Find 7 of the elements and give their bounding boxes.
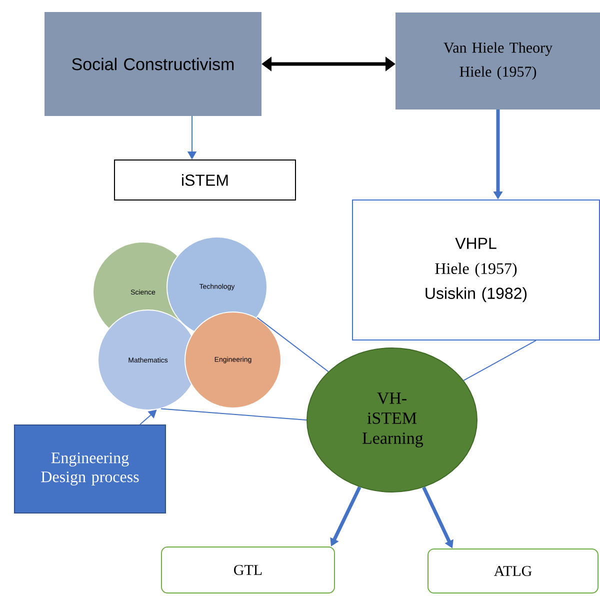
concept-box: iSTEM xyxy=(114,160,296,200)
theory-box: Van Hiele Theory Hiele (1957) xyxy=(396,12,600,110)
model-box: VHPL Hiele (1957) Usiskin (1982) xyxy=(352,200,600,340)
outcome-box: GTL xyxy=(161,546,335,594)
theory-box: Social Constructivism xyxy=(44,12,262,116)
process-box: Engineering Design process xyxy=(14,424,166,514)
outcome-box: ATLG xyxy=(428,548,598,594)
